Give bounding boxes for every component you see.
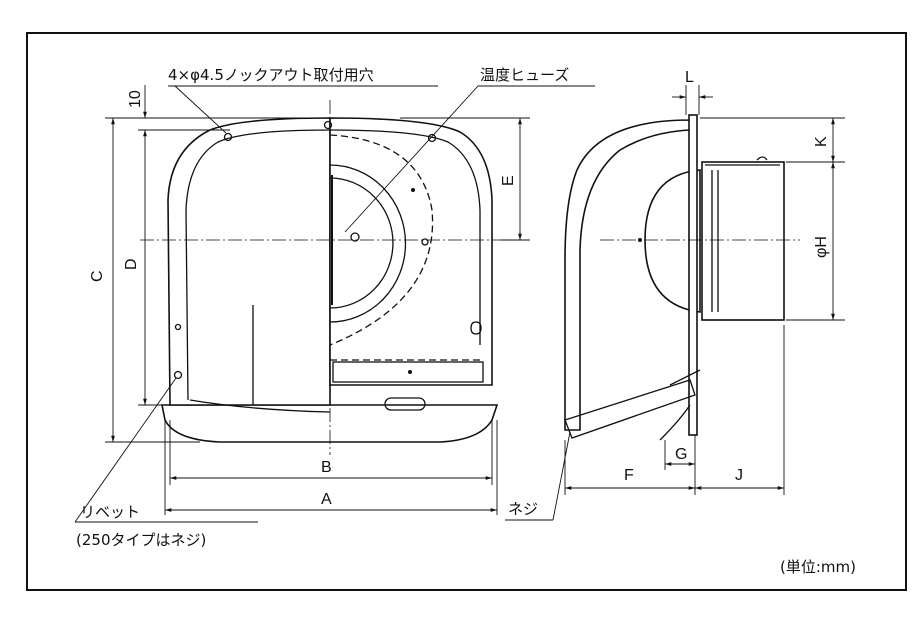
drain-slot (384, 397, 426, 411)
dim-C-label: C (89, 270, 106, 282)
rivet-note-label: (250タイプはネジ) (76, 531, 206, 549)
thermal-fuse-label: 温度ヒューズ (480, 66, 569, 84)
dim-K-label: K (813, 136, 830, 147)
rivet-label: リベット (80, 503, 140, 521)
fastener-dot (411, 188, 415, 192)
unit-label: (単位:mm) (780, 558, 856, 576)
dim-A-label: A (321, 491, 332, 508)
duct-hook (756, 156, 768, 161)
dim-H-label: φH (813, 236, 830, 258)
leader-line (344, 85, 479, 233)
dim-B-label: B (321, 459, 332, 476)
front-leaders: 4×φ4.5ノックアウト取付用穴 温度ヒューズ リベット (250タイプはネジ) (74, 66, 595, 549)
dim-G-label: G (675, 446, 687, 463)
screw-label: ネジ (508, 500, 538, 518)
bottom-plate (161, 404, 499, 443)
bottom-louver (564, 379, 696, 439)
knockout-hole (223, 132, 233, 142)
dim-D-label: D (123, 258, 140, 270)
hood-profile (564, 118, 691, 431)
front-dimensions: C D E 10 B A (89, 85, 530, 515)
wall-plate (688, 114, 698, 436)
hood-right-half (329, 117, 493, 386)
side-dimensions: L K φH G F J ネジ (505, 69, 845, 521)
knockout-holes-label: 4×φ4.5ノックアウト取付用穴 (168, 66, 374, 84)
side-view (564, 114, 800, 441)
dim-J-label: J (735, 467, 743, 484)
duct-inner-circle (329, 177, 394, 309)
leader-line (552, 431, 571, 521)
louver-bracket (659, 369, 701, 441)
dim-E-label: E (500, 175, 517, 186)
duct-body (701, 161, 785, 321)
knockout-hole (323, 120, 333, 130)
bottom-rail (332, 361, 484, 383)
rivet-hole (173, 370, 183, 380)
small-hole (470, 321, 482, 335)
cutaway-inner-edge (329, 129, 481, 345)
small-hole (421, 238, 429, 246)
front-view (140, 100, 500, 455)
dim-10-label: 10 (127, 90, 144, 108)
knockout-hole (427, 133, 437, 143)
hood-inner-edge (185, 129, 331, 401)
dome-center-dot (638, 238, 642, 242)
thermal-fuse-mark (350, 232, 360, 242)
leader-line (174, 85, 227, 134)
dim-F-label: F (624, 467, 634, 484)
dim-L-label: L (685, 69, 694, 86)
duct-outer-circle (329, 164, 407, 323)
small-hole (174, 323, 182, 331)
hidden-outline (329, 134, 434, 346)
leader-line (74, 377, 177, 523)
drawing-frame (26, 32, 907, 591)
hood-left-half (167, 117, 331, 406)
fastener-dot (408, 370, 412, 374)
hood-bottom-edge (189, 399, 331, 413)
